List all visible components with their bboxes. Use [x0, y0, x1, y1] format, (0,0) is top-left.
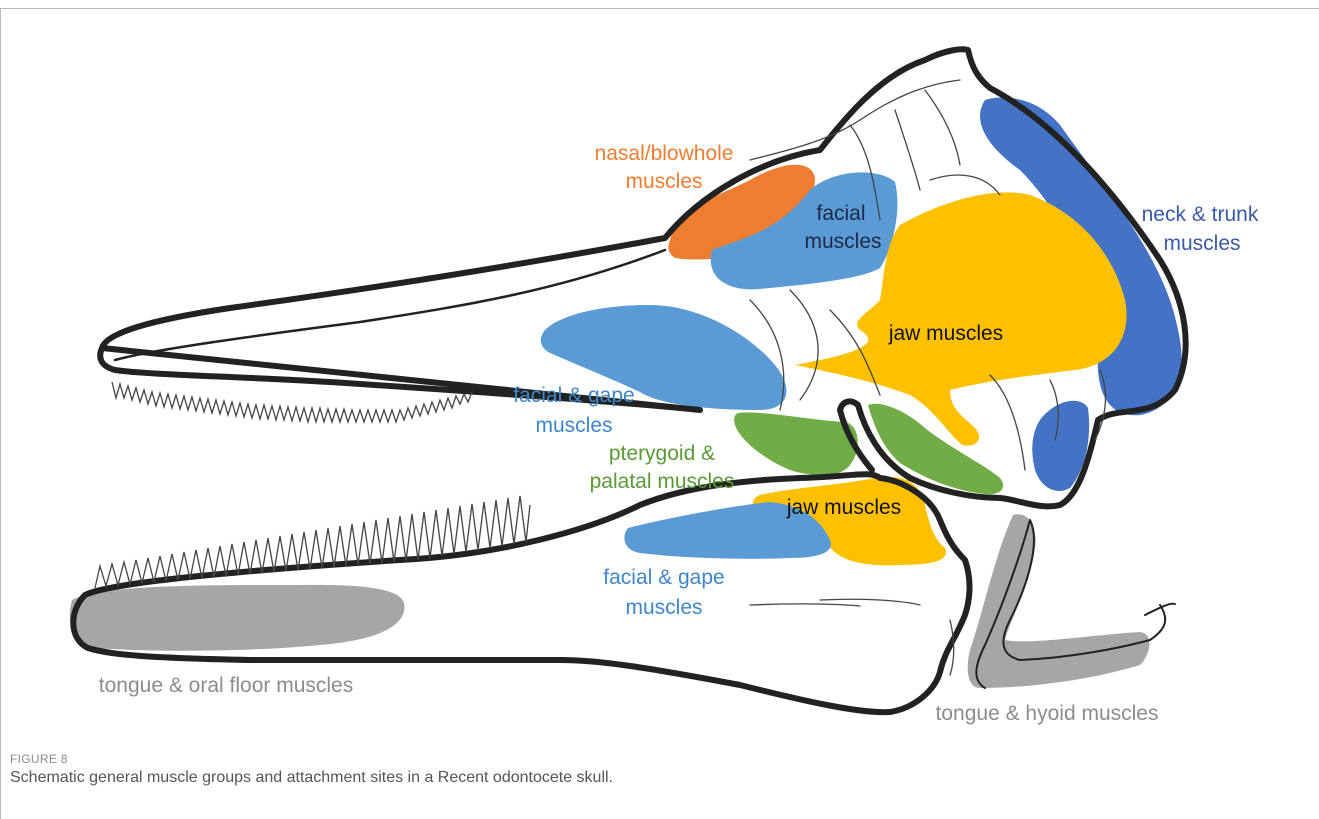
label-jaw-upper: jaw muscles	[888, 322, 1003, 345]
figure-label: FIGURE 8	[10, 752, 613, 766]
label-nasal-line1: nasal/blowhole	[595, 142, 734, 165]
label-pterygoid-line2: palatal muscles	[590, 470, 735, 493]
label-facial-gape-upper-line2: muscles	[535, 414, 612, 437]
tongue-oral-floor-region	[70, 585, 405, 651]
label-facial-line2: muscles	[804, 230, 881, 253]
label-nasal-line2: muscles	[625, 170, 702, 193]
lower-teeth	[95, 496, 530, 588]
figure-caption: Schematic general muscle groups and atta…	[10, 769, 613, 787]
odontocete-skull-diagram: nasal/blowhole muscles facial muscles ne…	[0, 0, 1319, 745]
label-facial-gape-lower-line1: facial & gape	[603, 566, 724, 589]
figure-caption-block: FIGURE 8 Schematic general muscle groups…	[10, 752, 613, 787]
label-facial-gape-upper-line1: facial & gape	[513, 384, 634, 407]
label-facial-line1: facial	[816, 202, 865, 225]
label-tongue-oral: tongue & oral floor muscles	[99, 674, 353, 697]
label-jaw-lower: jaw muscles	[786, 496, 901, 519]
tongue-hyoid-region	[968, 514, 1150, 688]
pterygoid-palatal-region-1	[734, 412, 858, 475]
label-neck-line2: muscles	[1163, 232, 1240, 255]
label-pterygoid-line1: pterygoid &	[609, 442, 715, 465]
label-facial-gape-lower-line2: muscles	[625, 596, 702, 619]
label-tongue-hyoid: tongue & hyoid muscles	[936, 702, 1159, 725]
label-neck-line1: neck & trunk	[1142, 203, 1259, 226]
